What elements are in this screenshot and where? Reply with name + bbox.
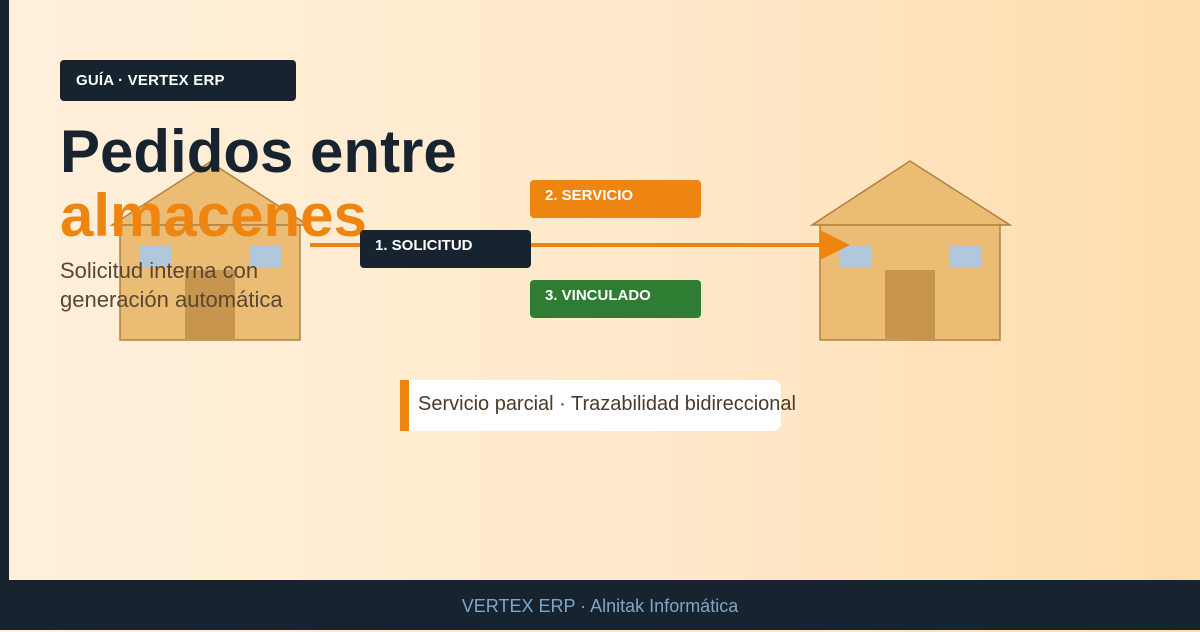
page-subtitle: Solicitud interna con generación automát… bbox=[60, 258, 283, 312]
warehouse-illustration bbox=[109, 160, 1013, 341]
step-solicitud-label: 1. SOLICITUD bbox=[360, 230, 531, 268]
guide-badge: GUÍA · VERTEX ERP bbox=[60, 60, 296, 101]
step-vinculado-label: 3. VINCULADO bbox=[530, 280, 701, 318]
title-line-1: Pedidos entre bbox=[60, 118, 457, 185]
footer-brand: VERTEX ERP · Alnitak Informática bbox=[0, 580, 1200, 630]
page-title: Pedidos entre almacenes bbox=[60, 120, 457, 248]
destination-warehouse-icon bbox=[809, 160, 1013, 341]
source-warehouse-icon bbox=[109, 161, 311, 341]
feature-note: Servicio parcial · Trazabilidad bidirecc… bbox=[400, 380, 796, 431]
step-servicio-label: 2. SERVICIO bbox=[530, 180, 701, 218]
left-accent-bar bbox=[0, 0, 9, 580]
title-line-2: almacenes bbox=[60, 182, 367, 249]
